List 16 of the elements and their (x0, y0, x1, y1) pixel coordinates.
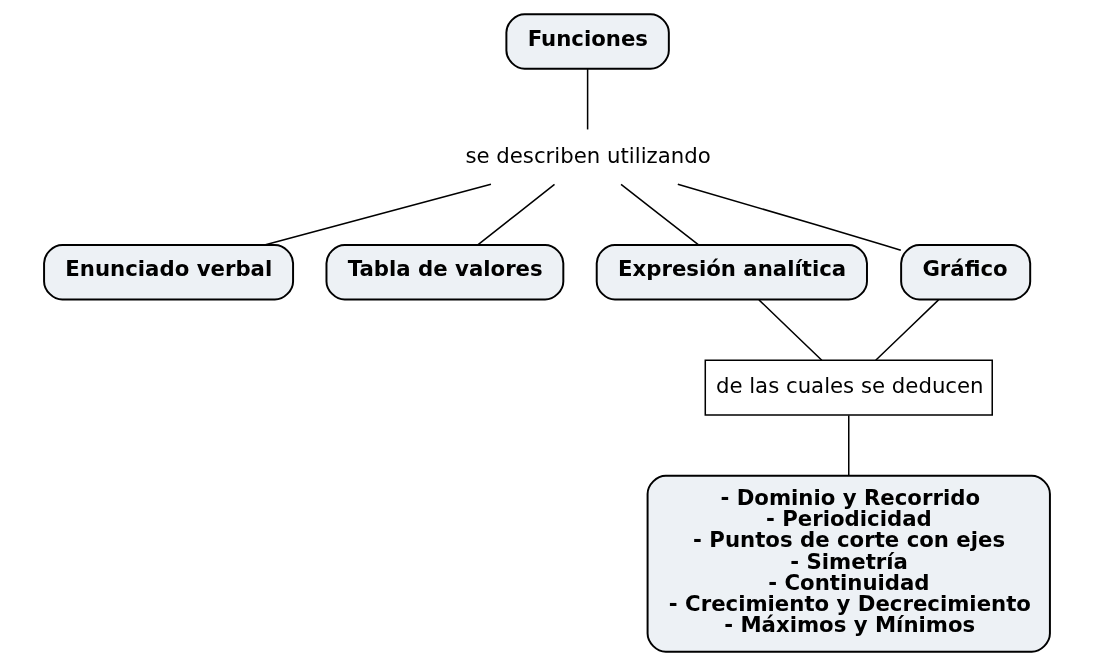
connector (677, 183, 902, 251)
node-box: Tabla de valores (325, 243, 565, 301)
node-box: Enunciado verbal (43, 243, 295, 301)
connector (758, 299, 823, 361)
node-box: de las cuales se deducen (704, 359, 993, 416)
connector (586, 68, 589, 131)
connector (848, 414, 850, 477)
connector (620, 183, 700, 246)
node-box: Gráfico (900, 243, 1032, 301)
connector (874, 299, 940, 361)
node-box: - Dominio y Recorrido - Periodicidad - Puntos de corte con ejes - Simetría - Continuidad - Crecimiento y Decrecimiento - Máximos y Mínimos (646, 474, 1051, 653)
connector (477, 183, 556, 246)
connector (264, 183, 492, 246)
node-box: Funciones (505, 13, 670, 70)
node-box: Expresión analítica (595, 243, 868, 301)
node-text: se describen utilizando (465, 142, 711, 168)
